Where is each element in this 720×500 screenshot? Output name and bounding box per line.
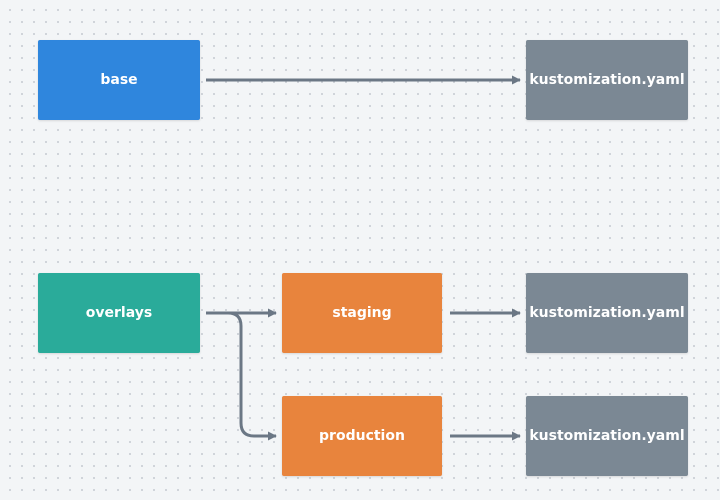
node-kustomization-staging[interactable]: kustomization.yaml	[526, 273, 688, 353]
node-kustomization-staging-label: kustomization.yaml	[529, 305, 685, 321]
node-base[interactable]: base	[38, 40, 200, 120]
node-production[interactable]: production	[282, 396, 442, 476]
node-overlays-label: overlays	[85, 305, 153, 321]
node-staging-label: staging	[332, 305, 392, 321]
node-staging[interactable]: staging	[282, 273, 442, 353]
node-overlays[interactable]: overlays	[38, 273, 200, 353]
node-kustomization-production-label: kustomization.yaml	[529, 428, 685, 444]
edge-overlays-to-production	[206, 311, 277, 441]
node-kustomization-production[interactable]: kustomization.yaml	[526, 396, 688, 476]
node-kustomization-base[interactable]: kustomization.yaml	[526, 40, 688, 120]
node-base-label: base	[100, 72, 138, 88]
node-production-label: production	[319, 428, 405, 444]
node-kustomization-base-label: kustomization.yaml	[529, 72, 685, 88]
